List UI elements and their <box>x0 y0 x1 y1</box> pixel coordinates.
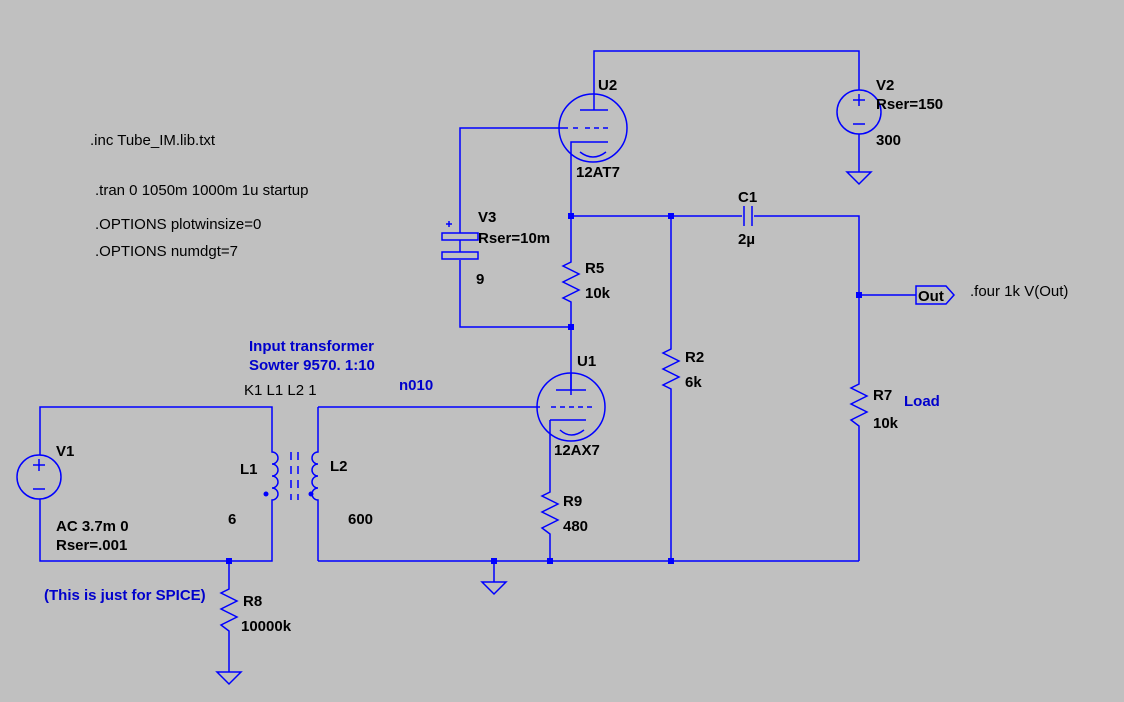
label-r2-value: 6k <box>685 374 702 391</box>
label-u1-name: U1 <box>577 353 596 370</box>
capacitor-c1[interactable] <box>743 206 753 226</box>
wires <box>39 50 916 672</box>
tube-u1[interactable] <box>536 372 606 442</box>
label-r9-value: 480 <box>563 518 588 535</box>
label-r2-name: R2 <box>685 349 704 366</box>
label-v3-value: 9 <box>476 271 484 288</box>
label-r7-name: R7 <box>873 387 892 404</box>
directive-options-numdgt[interactable]: .OPTIONS numdgt=7 <box>95 243 238 260</box>
polarity-dot <box>308 491 314 497</box>
tube-envelope <box>558 93 628 163</box>
label-c1-value: 2µ <box>738 231 755 248</box>
junction-dot <box>856 292 862 298</box>
inductor-l1 <box>271 448 279 506</box>
label-l2-name: L2 <box>330 458 348 475</box>
junctions <box>226 213 862 564</box>
directive-options-plotwinsize[interactable]: .OPTIONS plotwinsize=0 <box>95 216 261 233</box>
resistor-r8[interactable] <box>219 585 239 635</box>
directive-inc[interactable]: .inc Tube_IM.lib.txt <box>90 132 216 149</box>
junction-dot <box>547 558 553 564</box>
voltage-source-v1[interactable] <box>16 454 62 500</box>
polarity-dot <box>263 491 269 497</box>
resistor-r7[interactable] <box>849 380 869 430</box>
label-v1-rser: Rser=.001 <box>56 537 127 554</box>
comment-xfmr-line2[interactable]: Sowter 9570. 1:10 <box>249 357 375 374</box>
label-l2-value: 600 <box>348 511 373 528</box>
transformer[interactable] <box>263 448 319 506</box>
label-v3-rser: Rser=10m <box>478 230 550 247</box>
junction-dot <box>568 324 574 330</box>
label-l1-name: L1 <box>240 461 258 478</box>
junction-dot <box>668 558 674 564</box>
resistor-r9[interactable] <box>540 488 560 538</box>
junction-dot <box>568 213 574 219</box>
tube-heater <box>579 151 607 158</box>
directive-coupling[interactable]: K1 L1 L2 1 <box>244 382 317 399</box>
wire-bplus[interactable] <box>593 50 860 90</box>
label-r8-name: R8 <box>243 593 262 610</box>
ground-symbol[interactable] <box>215 671 243 686</box>
net-name-n010[interactable]: n010 <box>399 377 433 394</box>
source-circle <box>836 89 882 135</box>
tube-u2[interactable] <box>558 84 628 163</box>
label-c1-name: C1 <box>738 189 757 206</box>
junction-dot <box>491 558 497 564</box>
label-v2-value: 300 <box>876 132 901 149</box>
wire-primary-top[interactable] <box>39 406 273 455</box>
source-circle <box>16 454 62 500</box>
comment-spice[interactable]: (This is just for SPICE) <box>44 587 206 604</box>
resistor-r5[interactable] <box>561 258 581 304</box>
comment-load[interactable]: Load <box>904 393 940 410</box>
wire-c1-right[interactable] <box>754 215 860 380</box>
junction-dot <box>226 558 232 564</box>
label-r7-value: 10k <box>873 415 899 432</box>
netlabel-flag <box>915 285 956 305</box>
label-u2-name: U2 <box>598 77 617 94</box>
wire-v3-minus[interactable] <box>459 260 571 328</box>
label-u1-model: 12AX7 <box>554 442 600 459</box>
wire-primary-bottom[interactable] <box>39 499 273 562</box>
battery-cell <box>441 232 479 241</box>
wire-u2-grid[interactable] <box>459 127 563 220</box>
label-r8-value: 10000k <box>241 618 292 635</box>
battery-v3[interactable] <box>441 220 479 260</box>
comment-xfmr-line1[interactable]: Input transformer <box>249 338 374 355</box>
directive-tran[interactable]: .tran 0 1050m 1000m 1u startup <box>95 182 308 199</box>
junction-dot <box>668 213 674 219</box>
label-v1-name: V1 <box>56 443 74 460</box>
netlabel-out[interactable]: Out <box>915 285 956 305</box>
directive-four[interactable]: .four 1k V(Out) <box>970 283 1068 300</box>
resistor-r2[interactable] <box>661 345 681 393</box>
label-r5-name: R5 <box>585 260 604 277</box>
voltage-source-v2[interactable] <box>836 89 882 135</box>
label-v3-name: V3 <box>478 209 496 226</box>
label-v2-name: V2 <box>876 77 894 94</box>
tube-heater <box>559 429 585 436</box>
battery-cell <box>441 251 479 260</box>
label-r9-name: R9 <box>563 493 582 510</box>
label-v2-rser: Rser=150 <box>876 96 943 113</box>
label-v1-ac: AC 3.7m 0 <box>56 518 129 535</box>
label-r5-value: 10k <box>585 285 611 302</box>
label-u2-model: 12AT7 <box>576 164 620 181</box>
label-l1-value: 6 <box>228 511 236 528</box>
inductor-l2 <box>311 448 319 506</box>
ground-symbol[interactable] <box>480 581 508 596</box>
netlabel-out-text: Out <box>918 288 944 305</box>
tube-cathode <box>570 141 608 150</box>
ground-symbol[interactable] <box>845 171 873 186</box>
